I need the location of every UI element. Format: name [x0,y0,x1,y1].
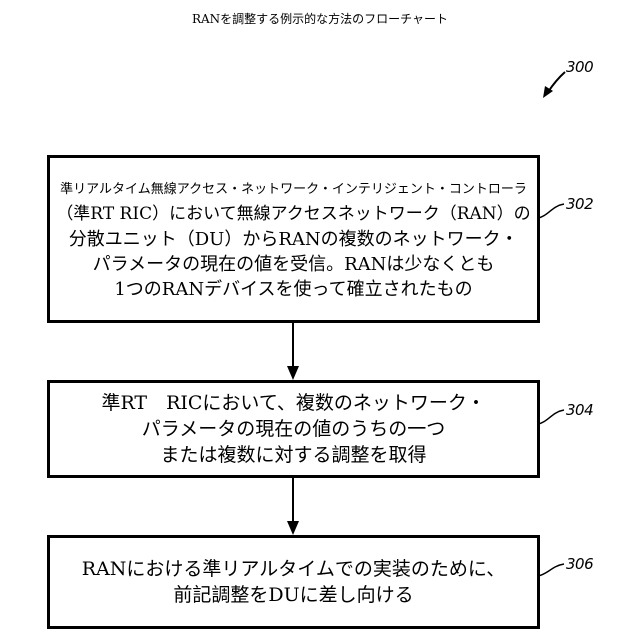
figure-leader-arrow [548,72,565,92]
step-304-line: パラメータの現在の値のうちの一つ [142,416,445,442]
step-box-306: RANにおける準リアルタイムでの実装のために、 前記調整をDUに差し向ける [47,535,540,629]
step-304-line: または複数に対する調整を取得 [160,442,426,468]
step-ref-304: 304 [566,401,593,419]
step-box-304: 準RT RICにおいて、複数のネットワーク・ パラメータの現在の値のうちの一つ … [47,380,540,478]
step-box-302: 準リアルタイム無線アクセス・ネットワーク・インテリジェント・コントローラ （準R… [47,155,540,323]
step-302-line: （準RT RIC）において無線アクセスネットワーク（RAN）の [56,202,530,227]
step-306-line: RANにおける準リアルタイムでの実装のために、 [82,556,506,582]
flow-arrow-304-306-head [287,521,299,535]
step-304-line: 準RT RICにおいて、複数のネットワーク・ [101,390,485,416]
figure-number: 300 [566,58,593,76]
step-302-line: 1つのRANデバイスを使って確立されたもの [114,277,472,302]
step-302-line: パラメータの現在の値を受信。RANは少なくとも [93,252,495,277]
step-ref-302: 302 [566,195,593,213]
step-306-line: 前記調整をDUに差し向ける [173,582,413,608]
flow-arrow-302-304-head [287,366,299,380]
step-ref-306: 306 [566,555,593,573]
step-302-line: 準リアルタイム無線アクセス・ネットワーク・インテリジェント・コントローラ [60,177,527,202]
step-302-line: 分散ユニット（DU）からRANの複数のネットワーク・ [69,227,519,252]
leader-306 [538,564,564,576]
leader-304 [538,410,564,424]
leader-302 [538,204,564,218]
